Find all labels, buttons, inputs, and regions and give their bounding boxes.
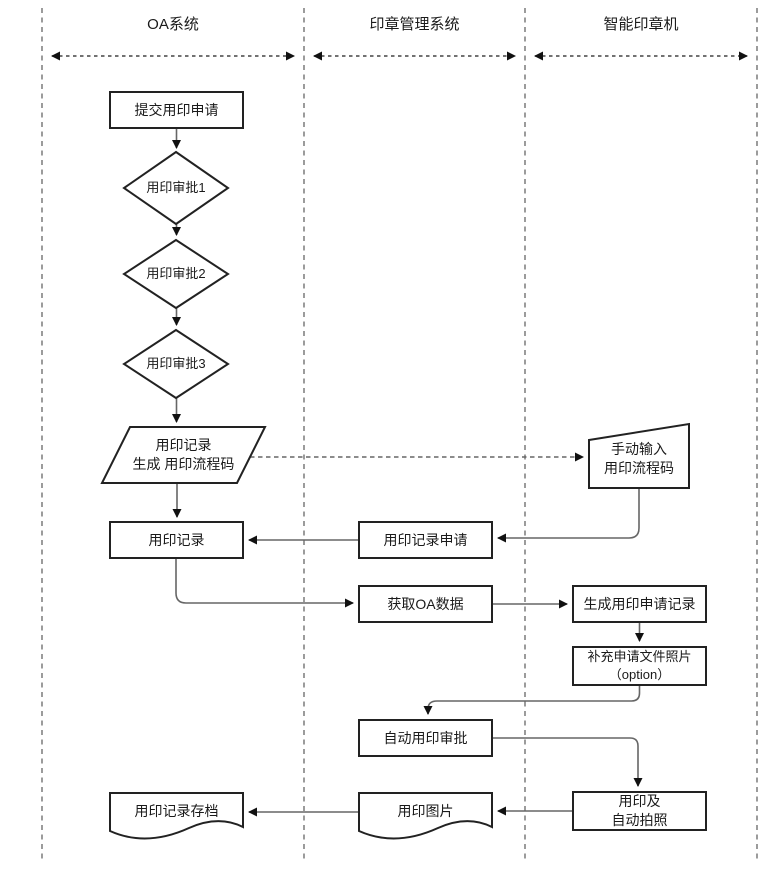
- approval2-diamond-shape: [122, 238, 230, 310]
- submit-box-shape: [109, 91, 244, 129]
- sealphoto-box-shape: [572, 791, 707, 831]
- manualinput-trapezoid-shape: [588, 422, 690, 489]
- createrecord-box-shape: [572, 585, 707, 623]
- recordrequest-box-shape: [358, 521, 493, 559]
- flow-connectors: [172, 128, 644, 817]
- autoapproval-box-shape: [358, 719, 493, 757]
- connector-manualinput-to-recordrequest: [497, 488, 640, 543]
- approval1-diamond-shape: [122, 150, 230, 226]
- connector-supplement-to-autoapproval: [423, 685, 641, 715]
- sealimage-document-shape: [358, 792, 493, 840]
- connector-record-to-fetchoa: [175, 558, 354, 608]
- record-box-shape: [109, 521, 244, 559]
- node-shapes: [100, 91, 707, 840]
- supplement-box-shape: [572, 646, 707, 686]
- approval3-diamond-shape: [122, 328, 230, 400]
- fetchoa-box-shape: [358, 585, 493, 623]
- connector-autoapproval-to-sealphoto: [492, 737, 643, 787]
- archive-document-shape: [109, 792, 244, 840]
- recordgen-parallelogram-shape: [100, 426, 267, 484]
